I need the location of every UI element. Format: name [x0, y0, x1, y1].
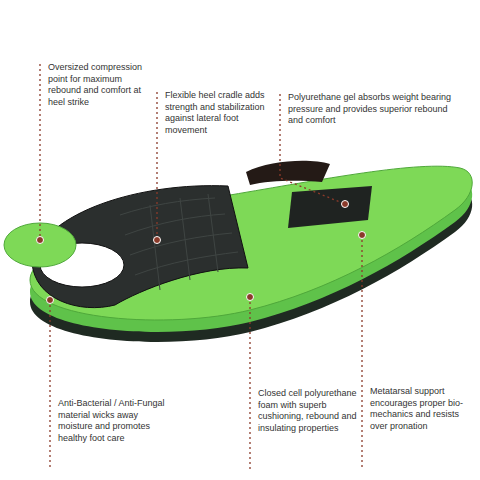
heel-cradle-ribs [120, 194, 238, 290]
callout-text: Closed cell polyurethane foam with super… [258, 388, 358, 435]
callout-text: Anti-Bacterial / Anti-Fungal material wi… [58, 398, 170, 445]
callout-text: Flexible heel cradle adds strength and s… [165, 90, 273, 137]
leader-dots [37, 201, 366, 304]
callout-text: Polyurethane gel absorbs weight bearing … [288, 92, 458, 127]
callout-text: Metatarsal support encourages proper bio… [370, 386, 474, 433]
callout-text: Oversized compression point for maximum … [48, 62, 146, 109]
gel-pad-floating [246, 161, 330, 185]
insole-top-surface [30, 166, 472, 320]
gel-pad-metatarsal [288, 186, 372, 228]
